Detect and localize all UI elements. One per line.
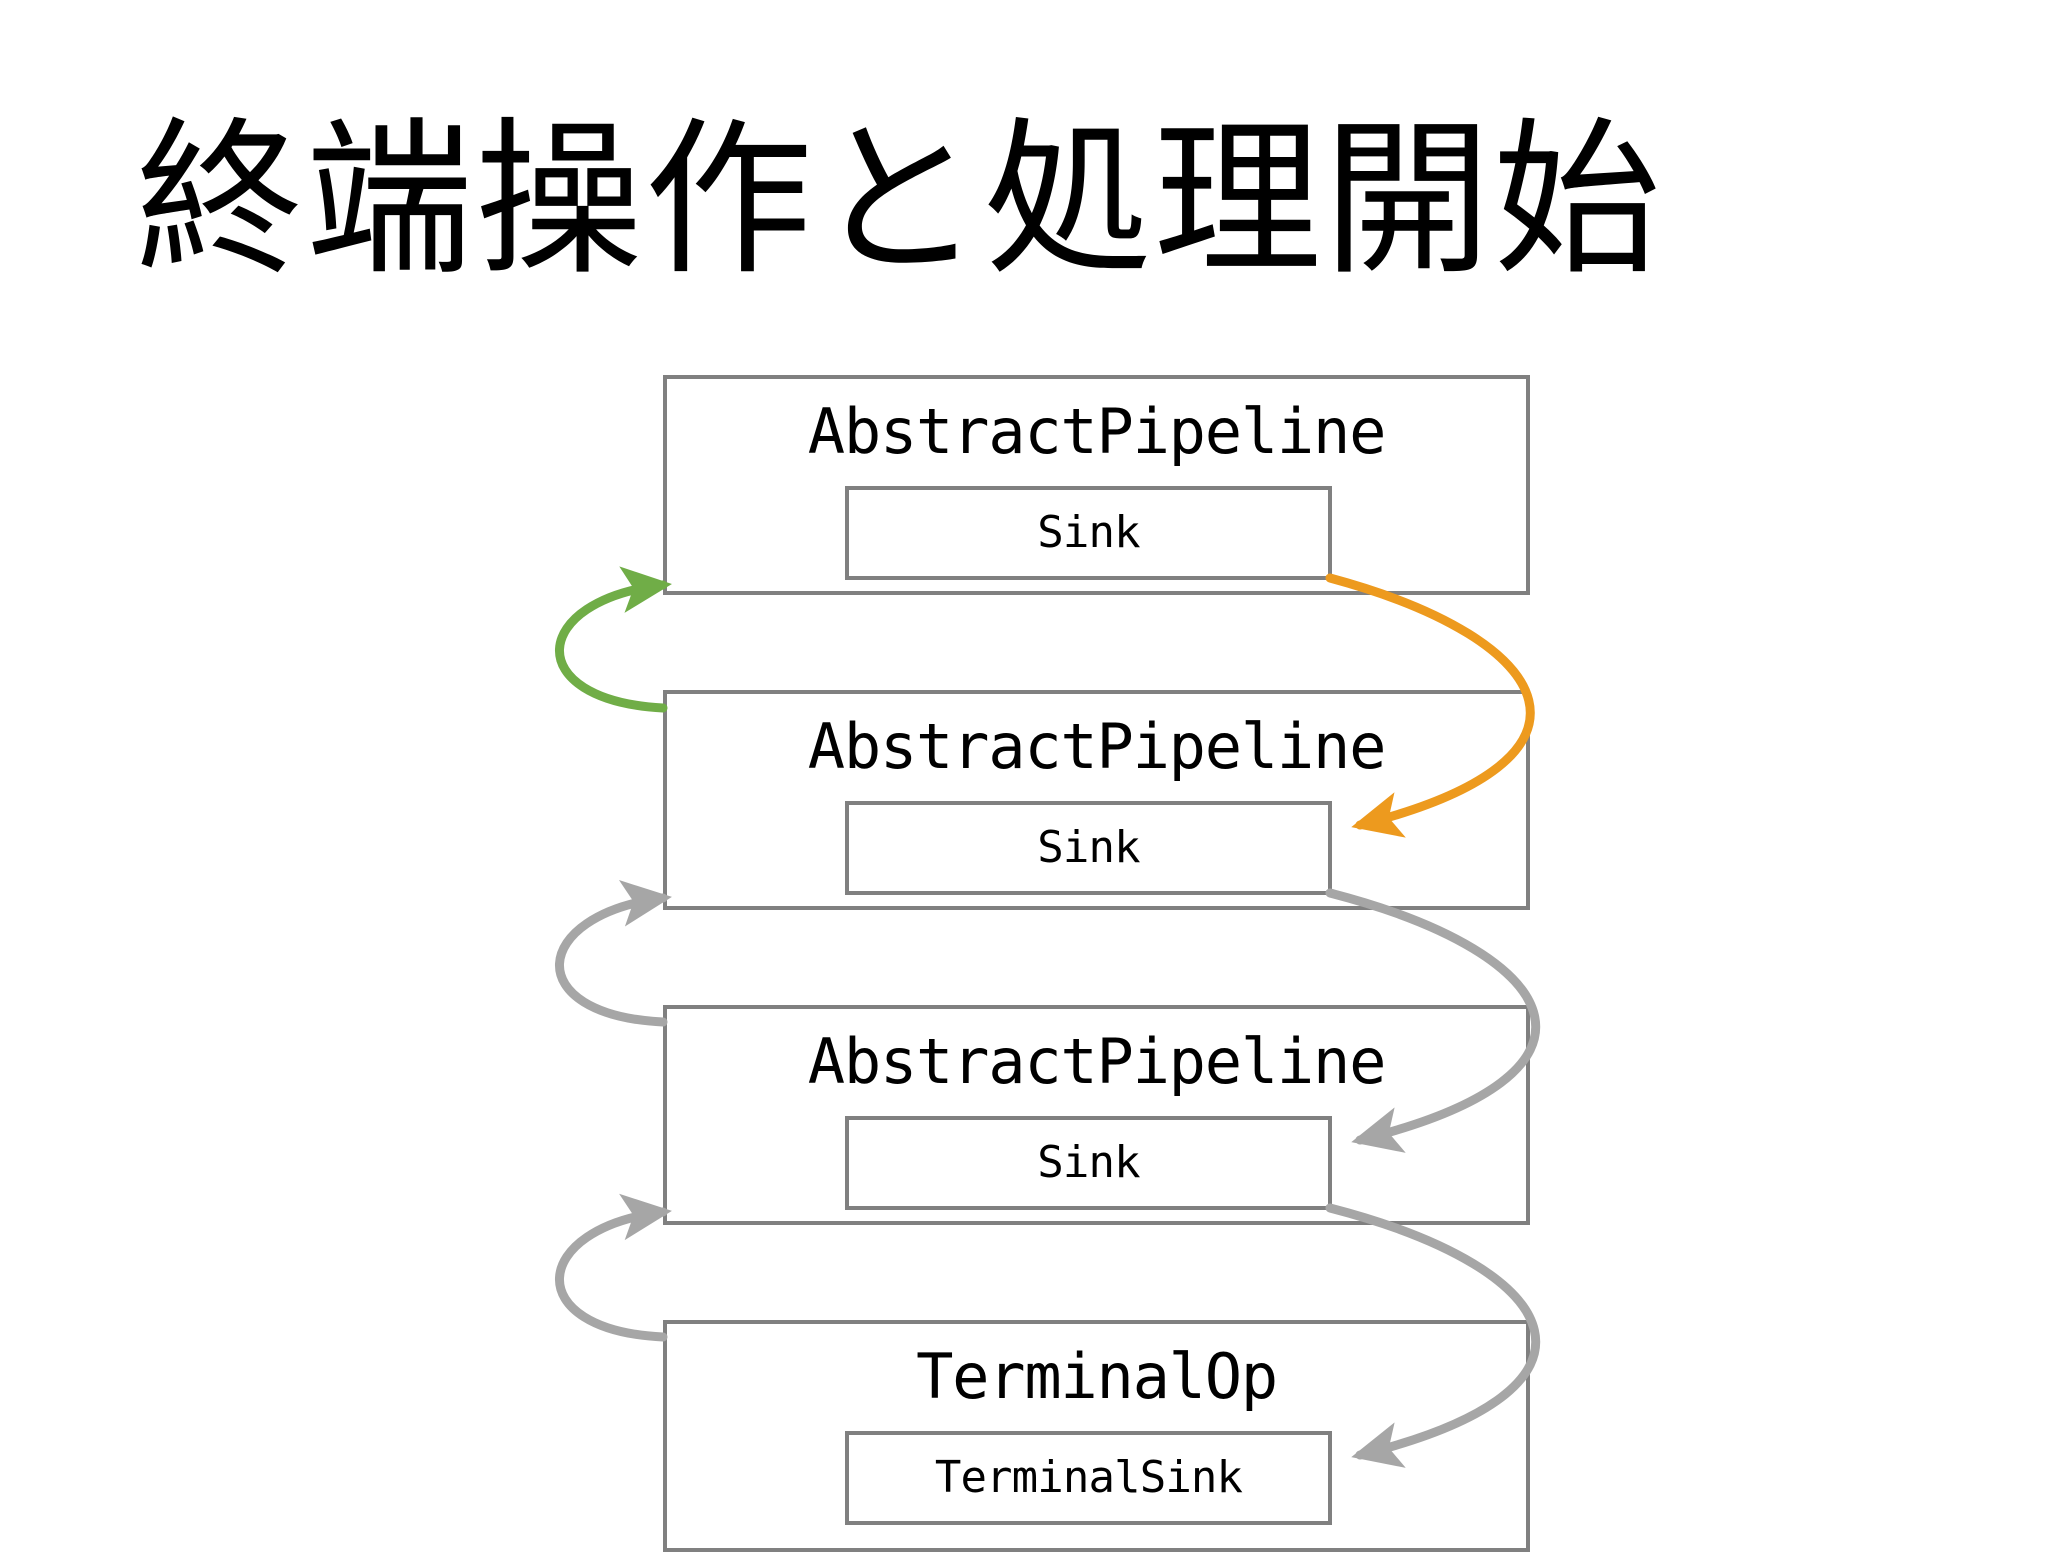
node-pipeline-1-sink[interactable]: Sink	[845, 486, 1332, 580]
arrow-gray-top-to-p3	[555, 1193, 672, 1342]
page-title: 終端操作と処理開始	[135, 102, 1663, 298]
node-pipeline-2-sink[interactable]: Sink	[845, 801, 1332, 895]
arrow-green-p2-to-p1	[555, 566, 672, 713]
node-pipeline-3-title: AbstractPipeline	[807, 1025, 1387, 1098]
node-pipeline-2[interactable]: AbstractPipeline Sink	[663, 690, 1530, 910]
node-terminalop-sink[interactable]: TerminalSink	[845, 1431, 1332, 1525]
node-pipeline-1[interactable]: AbstractPipeline Sink	[663, 375, 1530, 595]
node-pipeline-3[interactable]: AbstractPipeline Sink	[663, 1005, 1530, 1225]
node-terminalop[interactable]: TerminalOp TerminalSink	[663, 1320, 1530, 1552]
arrow-gray-p3-to-p2	[555, 880, 672, 1027]
node-pipeline-2-title: AbstractPipeline	[807, 710, 1387, 783]
node-pipeline-3-sink-label: Sink	[1037, 1137, 1140, 1188]
node-terminalop-title: TerminalOp	[916, 1340, 1278, 1413]
node-pipeline-3-sink[interactable]: Sink	[845, 1116, 1332, 1210]
node-pipeline-2-sink-label: Sink	[1037, 822, 1140, 873]
node-pipeline-1-title: AbstractPipeline	[807, 395, 1387, 468]
node-terminalop-sink-label: TerminalSink	[934, 1452, 1243, 1503]
node-pipeline-1-sink-label: Sink	[1037, 507, 1140, 558]
